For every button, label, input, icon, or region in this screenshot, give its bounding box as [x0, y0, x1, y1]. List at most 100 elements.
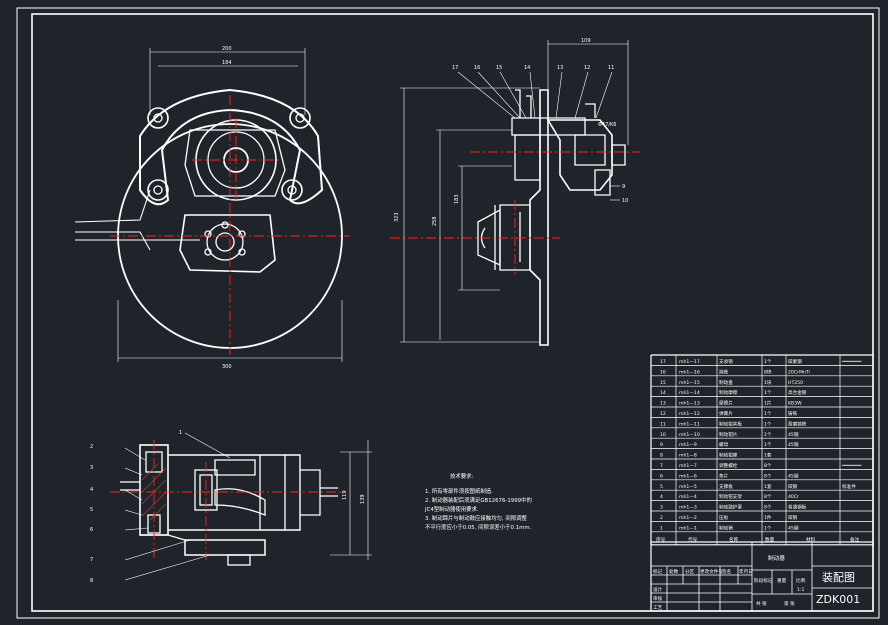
side-label: 13: [557, 65, 563, 71]
tb-row: 工艺: [653, 605, 663, 611]
bom-cell-material: 耐磨铸铁: [788, 420, 807, 427]
tb-stage: 重量: [777, 577, 787, 584]
bom-cell-qty: 1个: [764, 525, 772, 531]
note-line: 2. 制动器装配后须满足GB12676-1999中的: [425, 496, 532, 504]
bom-cell-code: mh1—13: [679, 401, 700, 407]
bom-cell-material: HT250: [788, 380, 803, 386]
bom-header-cell: 代号: [688, 536, 698, 543]
bom-cell-code: mh1—11: [679, 421, 700, 427]
front-view-dimensions: [117, 48, 343, 362]
bom-cell-qty: 8个: [764, 494, 772, 500]
bom-cell-qty: 1块: [764, 379, 772, 386]
bom-cell-qty: 1套: [764, 452, 772, 459]
side-label: 15: [496, 65, 502, 71]
bom-cell-no: 6: [660, 473, 663, 479]
bom-cell-material: 40Cr: [788, 494, 799, 500]
bom-cell-no: 9: [660, 442, 663, 448]
section-view-part-labels: 1 2 3 4 5 6 7 8: [90, 430, 182, 584]
bom-cell-code: mh1—16: [679, 369, 700, 375]
bom-cell-material: 45钢: [788, 472, 799, 479]
side-label: 16: [474, 65, 480, 71]
drawing-title: 制动器: [768, 554, 785, 562]
bom-cell-material: 普通钢板: [788, 504, 807, 511]
note-line: JC4型制动器使用要求.: [424, 505, 479, 513]
bom-cell-code: mh1—6: [679, 473, 697, 479]
bom-cell-no: 2: [660, 515, 663, 521]
bom-cell-name: 制动摩擦: [719, 389, 738, 396]
bom-header-cell: 序号: [656, 536, 666, 543]
bom-cell-qty: 1个: [764, 432, 772, 438]
side-label: 17: [452, 65, 458, 71]
bom-cell-material: 45钢: [788, 441, 799, 448]
note-line: 不平行度应小于0.05, 间隙误差小于0.1mm.: [425, 523, 532, 531]
bom-cell-code: mh1—10: [679, 432, 700, 438]
bom-cell-code: mh1—3: [679, 505, 697, 511]
bom-cell-no: 8: [660, 453, 663, 459]
tb-sheet: 共 张: [756, 600, 767, 607]
bom-cell-no: 1: [660, 525, 663, 531]
bom-cell-remark: ═══════: [841, 464, 862, 469]
bom-cell-name: 制动钳座: [719, 452, 738, 459]
tb-row: 设计: [653, 586, 663, 593]
bom-cell-name: 摩擦片: [719, 400, 733, 407]
bom-cell-name: 蹄铁: [719, 368, 729, 375]
bom-cell-qty: 1个: [764, 421, 772, 427]
bom-header-cell: 材料: [806, 536, 816, 543]
bom-cell-code: mh1—2: [679, 515, 697, 521]
section-view: [120, 444, 338, 566]
bom-cell-material: 铸铁: [788, 410, 798, 417]
bom-cell-no: 12: [660, 411, 666, 417]
front-view-centerlines: [110, 95, 350, 355]
section-view-centerlines: [110, 440, 345, 560]
tb-stage: 比例: [796, 577, 806, 584]
bom-header-cell: 备注: [850, 536, 860, 543]
dim-front-top-inner: 184: [222, 60, 232, 66]
bom-cell-material: KB3W: [788, 401, 802, 407]
dim-front-bottom: 300: [222, 364, 232, 370]
bom-cell-name: 支撑板: [719, 483, 733, 490]
bom-cell-remark: 标准件: [842, 483, 856, 490]
bom-cell-remark: ═══════: [841, 360, 862, 365]
bom-cell-code: mh1—1: [679, 525, 697, 531]
tb-label: 签名: [722, 568, 731, 575]
notes-heading: 技术要求:: [450, 472, 474, 480]
tb-label: 分区: [685, 568, 695, 575]
bom-cell-name: 制动钳支架: [719, 493, 742, 500]
bom-cell-code: mh1—7: [679, 463, 697, 469]
bom-cell-qty: 8个: [764, 473, 772, 479]
title-block: [650, 541, 874, 612]
bom-cell-no: 16: [660, 369, 666, 375]
bom-cell-qty: 1个: [764, 390, 772, 396]
side-label: 10: [622, 198, 628, 204]
side-view: [477, 89, 626, 346]
bom-cell-qty: 8块: [764, 368, 772, 375]
section-label: 8: [90, 578, 93, 584]
front-view: [74, 88, 343, 349]
bom-cell-name: 螺母: [719, 441, 729, 448]
bom-cell-material: 45钢: [788, 524, 799, 531]
tb-sheet: 第 张: [784, 600, 795, 607]
section-label: 5: [90, 507, 93, 513]
side-view-dimensions: [400, 40, 629, 343]
side-label: 14: [524, 65, 530, 71]
bom-cell-name: 制动盘: [719, 379, 733, 386]
section-label: 2: [90, 444, 93, 450]
bom-cell-name: 弹簧片: [719, 410, 733, 417]
technical-notes: 技术要求: 1. 所有零部件须按图纸制造. 2. 制动器装配后须满足GB1267…: [424, 472, 532, 531]
section-label: 6: [90, 527, 93, 533]
section-label: 1: [179, 430, 182, 436]
bom-cell-name: 调整螺栓: [719, 462, 738, 469]
tb-row: 审核: [653, 595, 663, 602]
section-view-dimensions: [124, 432, 372, 581]
bom-cell-qty: 1个: [764, 411, 772, 417]
bom-cell-no: 15: [660, 380, 666, 386]
tb-label: 年月日: [739, 568, 753, 575]
bom-cell-qty: 1片: [764, 400, 772, 407]
bom-cell-code: mh1—15: [679, 380, 700, 386]
bom-cell-name: 压板: [719, 514, 729, 521]
bom-cell-name: 制动鼓护罩: [719, 504, 742, 511]
side-view-centerlines: [390, 151, 640, 275]
section-label: 3: [90, 465, 93, 471]
